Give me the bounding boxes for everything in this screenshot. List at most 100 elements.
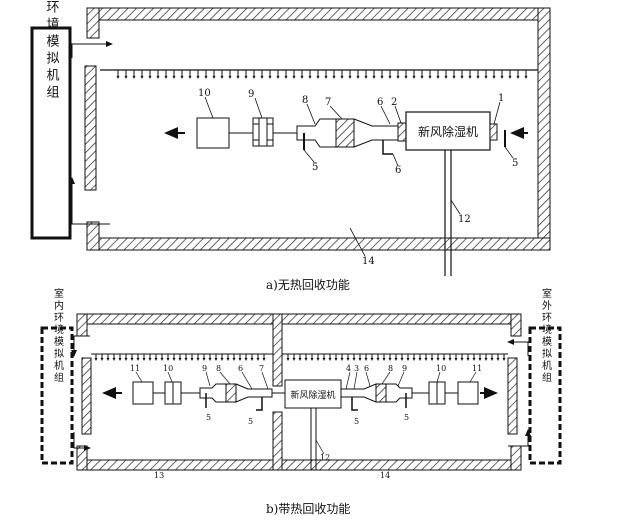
center-partition-b-top	[272, 313, 283, 387]
callout-b-7-left: 7	[259, 364, 264, 373]
dehumidifier-a	[405, 111, 491, 151]
diffuser-tick-head	[370, 358, 374, 361]
diffuser-tick-head	[250, 358, 254, 361]
diffuser-tick-head	[424, 358, 428, 361]
outdoor-unit-b-label: 室外环境模拟机组	[540, 287, 552, 384]
outdoor-unit-b	[528, 326, 562, 465]
callout-b-13: 13	[154, 471, 164, 480]
component-transition-a	[353, 118, 399, 148]
diffuser-tick-head	[400, 358, 404, 361]
flow-arrow-b-left-bottom	[73, 432, 91, 451]
indoor-unit-b	[40, 326, 74, 465]
diffuser-tick-head	[212, 76, 216, 79]
dehumidifier-b-label: 新风除湿机	[290, 389, 335, 401]
diffuser-tick-head	[166, 358, 170, 361]
callout-b-4-right: 4	[346, 364, 351, 373]
diffuser-tick-head	[364, 76, 368, 79]
chamber-a-top-wall	[86, 7, 551, 21]
callout-b-8-left: 8	[216, 364, 221, 373]
diffuser-tick-head	[490, 358, 494, 361]
diffuser-tick-head	[524, 76, 528, 79]
diffuser-tick-head	[460, 358, 464, 361]
diffuser-tick-head	[516, 76, 520, 79]
drain-b-right	[351, 397, 358, 411]
diffuser-tick-head	[316, 358, 320, 361]
chamber-a-right-wall	[537, 7, 551, 251]
diffuser-tick-head	[276, 76, 280, 79]
diffuser-tick-head	[228, 76, 232, 79]
dehumidifier-b	[284, 379, 342, 409]
diffuser-tick-head	[420, 76, 424, 79]
callout-b-10-right: 10	[436, 364, 446, 373]
indoor-unit-b-label: 室内环境模拟机组	[52, 287, 64, 384]
diffuser-tick-head	[396, 76, 400, 79]
diffuser-tick-head	[406, 358, 410, 361]
diffuser-tick-head	[172, 76, 176, 79]
diffuser-tick-head	[448, 358, 452, 361]
diffuser-tick-head	[404, 76, 408, 79]
caption-b: b)带热回收功能	[266, 502, 351, 516]
component-9-b-left	[199, 383, 227, 403]
callout-a-10: 9	[248, 89, 254, 100]
callout-b-12: 12	[320, 453, 330, 462]
diffuser-tick-head	[180, 76, 184, 79]
diffuser-tick-head	[332, 76, 336, 79]
diffuser-b-ticks	[94, 354, 506, 361]
diffuser-tick-head	[382, 358, 386, 361]
callout-a-6-visible: 6	[395, 165, 401, 176]
figure-b: 室内环境模拟机组 室外环境模拟机组 新风除湿机	[40, 287, 562, 480]
callout-b-14: 14	[380, 471, 390, 480]
dehumidifier-a-label: 新风除湿机	[418, 124, 478, 139]
callout-b-8-right: 8	[388, 364, 393, 373]
diffuser-tick-head	[244, 358, 248, 361]
diffuser-tick-head	[460, 76, 464, 79]
callout-b-5-left-b: 5	[248, 417, 253, 426]
diffuser-tick-head	[352, 358, 356, 361]
diffuser-tick-head	[124, 358, 128, 361]
leaders-b	[135, 371, 477, 455]
outdoor-unit-a	[30, 26, 72, 240]
diffuser-tick-head	[466, 358, 470, 361]
diffuser-tick-head	[468, 76, 472, 79]
diffuser-tick-head	[148, 76, 152, 79]
diffuser-tick-head	[380, 76, 384, 79]
diffuser-tick-head	[184, 358, 188, 361]
diffuser-tick-head	[356, 76, 360, 79]
component-2-a	[397, 122, 407, 142]
diffuser-tick-head	[100, 358, 104, 361]
diffuser-tick-head	[238, 358, 242, 361]
diffuser-tick-head	[156, 76, 160, 79]
diffuser-tick-head	[268, 76, 272, 79]
diffuser-tick-head	[308, 76, 312, 79]
callout-a-1: 1	[498, 93, 504, 104]
flow-arrow-b-right-top	[507, 339, 529, 356]
diffuser-tick-head	[232, 358, 236, 361]
diffuser-tick-head	[484, 358, 488, 361]
diffuser-tick-head	[292, 76, 296, 79]
diffuser-tick-head	[214, 358, 218, 361]
diffuser-tick-head	[118, 358, 122, 361]
diffuser-tick-head	[322, 358, 326, 361]
center-partition-b-bottom	[272, 411, 283, 471]
diffuser-tick-head	[286, 358, 290, 361]
inner-partition-b-left	[81, 357, 92, 435]
callout-b-3-right: 3	[354, 364, 359, 373]
diffuser-tick-head	[164, 76, 168, 79]
diffuser-tick-head	[428, 76, 432, 79]
chamber-a-bottom-wall	[86, 237, 551, 251]
diffuser-tick-head	[454, 358, 458, 361]
diffuser-tick-head	[284, 76, 288, 79]
chamber-a-left-wall-bottom	[86, 221, 100, 251]
diffuser-tick-head	[220, 76, 224, 79]
diffuser-tick-head	[148, 358, 152, 361]
diffuser-tick-head	[316, 76, 320, 79]
callout-a-7: 6	[377, 97, 383, 108]
diffuser-tick-head	[188, 76, 192, 79]
diffuser-tick-head	[372, 76, 376, 79]
flow-arrow-b-right-bottom	[508, 429, 531, 447]
callout-a-8: 7	[325, 97, 331, 108]
diffuser-tick-head	[472, 358, 476, 361]
diffuser-tick-head	[476, 76, 480, 79]
component-11-a	[196, 117, 230, 149]
diffuser-tick-head	[130, 358, 134, 361]
